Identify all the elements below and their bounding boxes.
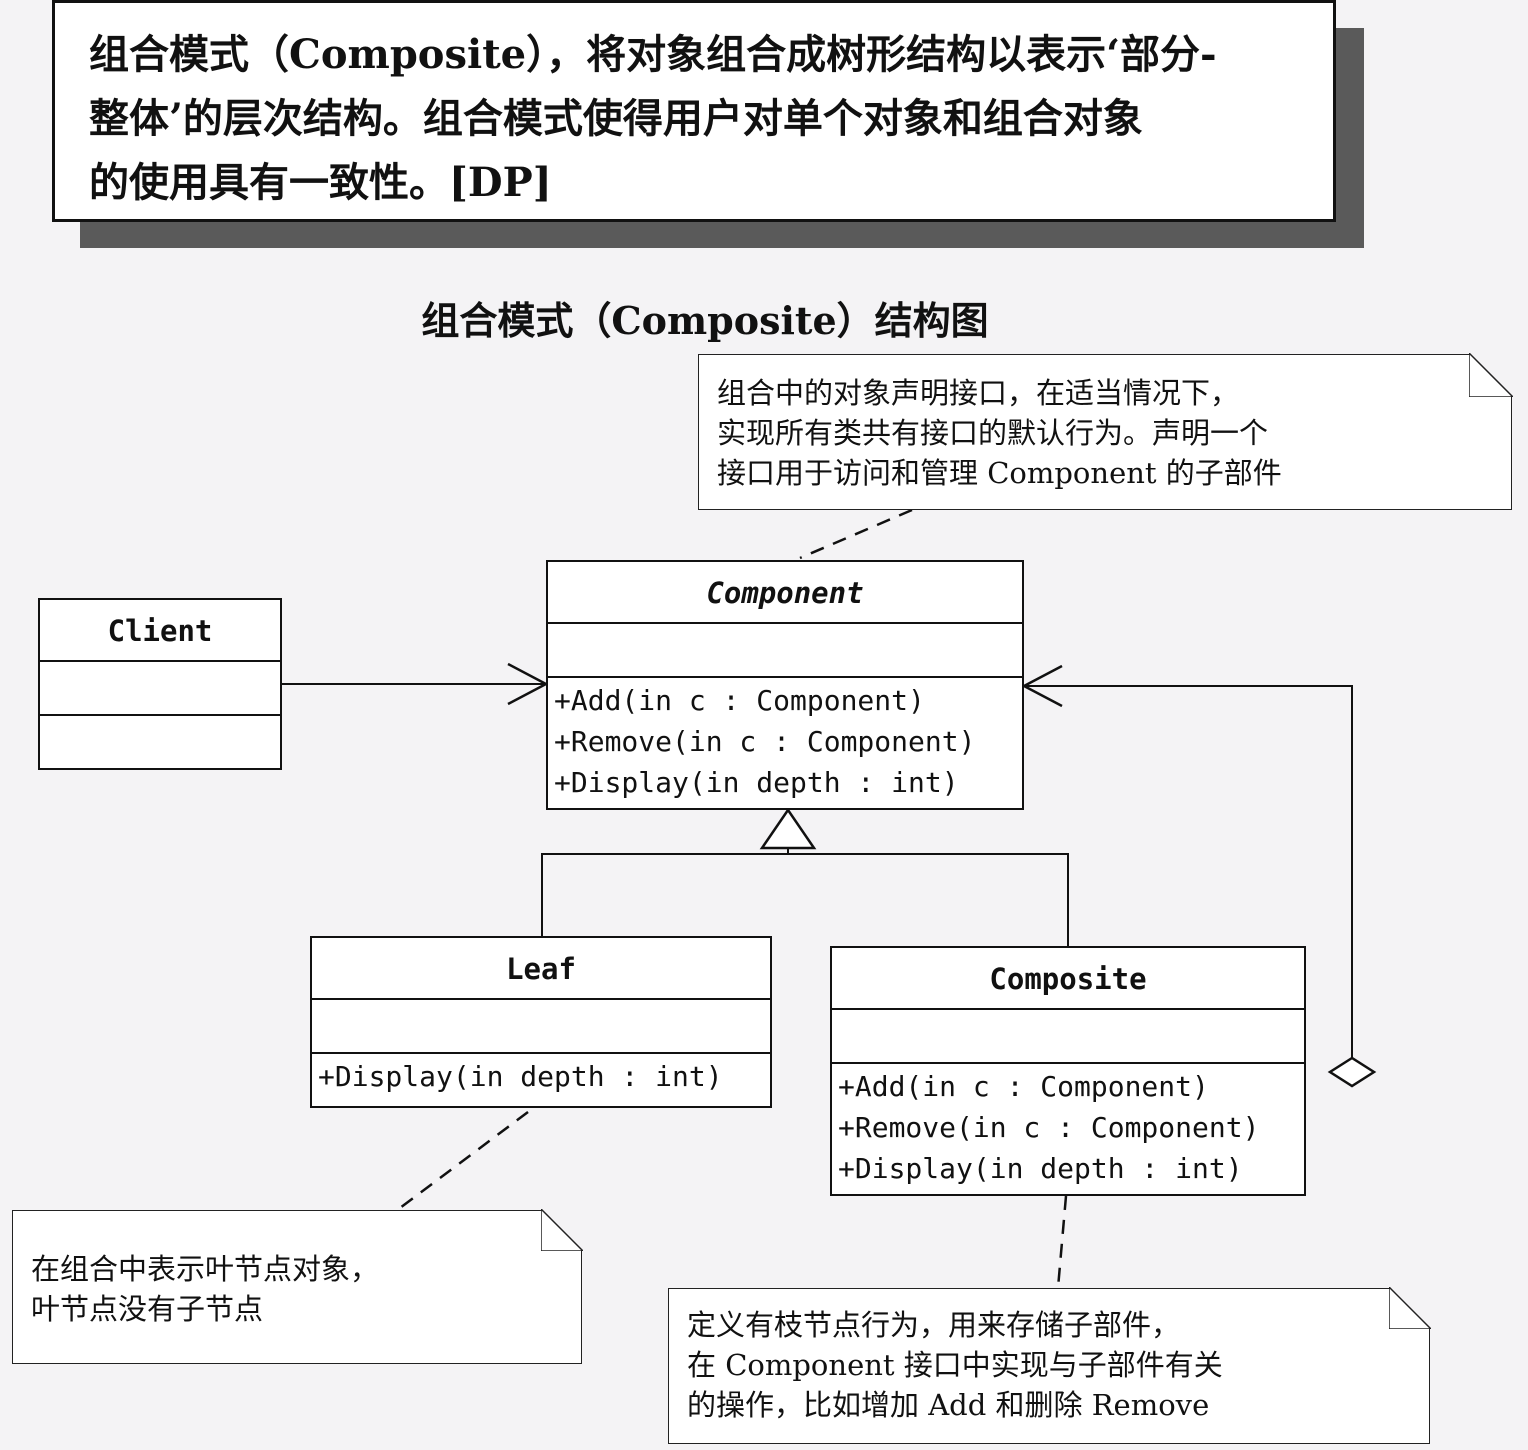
composite-note-line-2: 在 Component 接口中实现与子部件有关 xyxy=(687,1348,1223,1382)
leaf-note-fold xyxy=(541,1209,583,1251)
composite-operations-compartment: +Add(in c : Component) +Remove(in c : Co… xyxy=(832,1064,1304,1189)
client-attributes-compartment xyxy=(40,662,280,716)
definition-line-1: 组合模式（Composite），将对象组合成树形结构以表示‘部分- xyxy=(89,31,1217,78)
leaf-class: Leaf +Display(in depth : int) xyxy=(310,936,772,1108)
composite-class: Composite +Add(in c : Component) +Remove… xyxy=(830,946,1306,1196)
leaf-note-line-2: 叶节点没有子节点 xyxy=(31,1292,264,1326)
leaf-note: 在组合中表示叶节点对象， 叶节点没有子节点 xyxy=(12,1209,583,1364)
component-class: Component +Add(in c : Component) +Remove… xyxy=(546,560,1024,810)
leaf-class-name: Leaf xyxy=(312,938,770,1000)
component-note: 组合中的对象声明接口，在适当情况下， 实现所有类共有接口的默认行为。声明一个 接… xyxy=(698,353,1513,510)
composite-class-name: Composite xyxy=(832,948,1304,1010)
aggregation-diamond xyxy=(1327,1056,1377,1088)
component-operations-compartment: +Add(in c : Component) +Remove(in c : Co… xyxy=(548,678,1022,803)
leaf-operations-compartment: +Display(in depth : int) xyxy=(312,1054,770,1097)
component-class-name: Component xyxy=(548,562,1022,624)
definition-line-2: 整体’的层次结构。组合模式使得用户对单个对象和组合对象 xyxy=(89,95,1143,142)
client-class: Client xyxy=(38,598,282,770)
aggregation-arrowhead xyxy=(1021,664,1063,708)
component-note-line-3: 接口用于访问和管理 Component 的子部件 xyxy=(717,456,1282,490)
component-operation-add: +Add(in c : Component) xyxy=(554,684,925,717)
definition-line-3: 的使用具有一致性。[DP] xyxy=(89,159,552,206)
composite-note-fold xyxy=(1389,1287,1431,1329)
component-operation-remove: +Remove(in c : Component) xyxy=(554,725,976,758)
leaf-attributes-compartment xyxy=(312,1000,770,1054)
composite-note-line-1: 定义有枝节点行为，用来存储子部件， xyxy=(687,1308,1181,1342)
composite-operation-display: +Display(in depth : int) xyxy=(838,1152,1243,1185)
generalization-triangle xyxy=(759,807,817,850)
leaf-note-line-1: 在组合中表示叶节点对象， xyxy=(31,1252,380,1286)
component-note-fold xyxy=(1469,353,1513,397)
definition-box: 组合模式（Composite），将对象组合成树形结构以表示‘部分- 整体’的层次… xyxy=(52,0,1336,222)
diagram-title: 组合模式（Composite）结构图 xyxy=(421,298,989,343)
leaf-note-anchor xyxy=(399,1111,529,1209)
generalization-branch xyxy=(541,853,1069,948)
composite-operation-add: +Add(in c : Component) xyxy=(838,1070,1209,1103)
composite-note-line-3: 的操作，比如增加 Add 和删除 Remove xyxy=(687,1388,1210,1422)
component-note-line-1: 组合中的对象声明接口，在适当情况下， xyxy=(717,376,1240,410)
composite-note-anchor xyxy=(1056,1195,1068,1289)
leaf-operation-display: +Display(in depth : int) xyxy=(318,1060,723,1093)
component-note-line-2: 实现所有类共有接口的默认行为。声明一个 xyxy=(717,416,1269,450)
composite-operation-remove: +Remove(in c : Component) xyxy=(838,1111,1260,1144)
component-attributes-compartment xyxy=(548,624,1022,678)
aggregation-line xyxy=(1024,685,1353,1058)
client-class-name: Client xyxy=(40,600,280,662)
composite-attributes-compartment xyxy=(832,1010,1304,1064)
component-operation-display: +Display(in depth : int) xyxy=(554,766,959,799)
composite-note: 定义有枝节点行为，用来存储子部件， 在 Component 接口中实现与子部件有… xyxy=(668,1287,1431,1444)
component-note-anchor xyxy=(799,508,913,560)
